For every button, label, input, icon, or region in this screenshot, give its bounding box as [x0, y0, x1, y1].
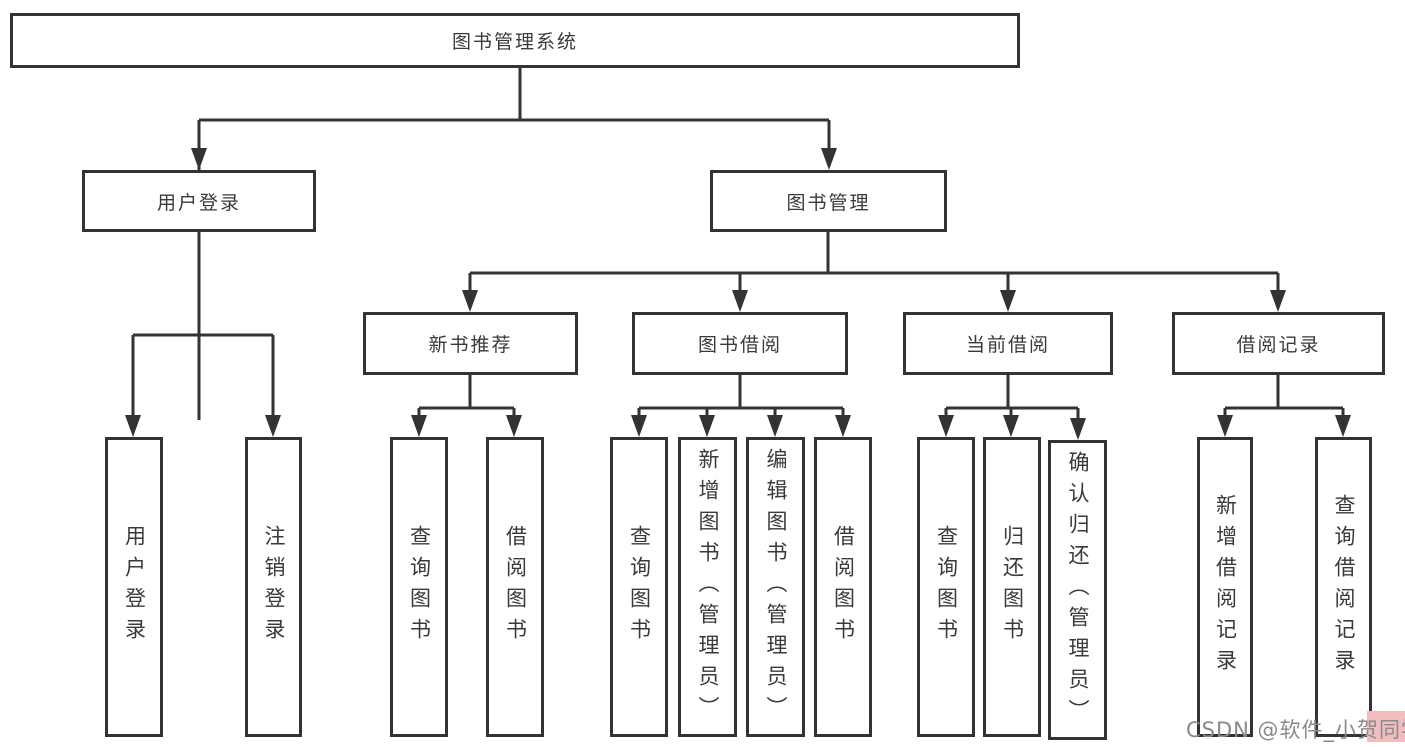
watermark-highlight	[1367, 711, 1405, 742]
leaf-confirm-return-admin-label: 确认归还（管理员）	[1066, 450, 1090, 730]
leaf-query-borrow-record: 查询借阅记录	[1315, 437, 1372, 737]
leaf-borrow-book-label: 借阅图书	[831, 525, 856, 649]
node-borrow-record: 借阅记录	[1172, 312, 1385, 375]
leaf-confirm-return-admin: 确认归还（管理员）	[1048, 440, 1107, 740]
leaf-logout: 注销登录	[245, 437, 302, 737]
leaf-query-borrow-record-label: 查询借阅记录	[1332, 494, 1356, 680]
leaf-query-book-newrec: 查询图书	[390, 437, 448, 737]
leaf-query-book-borrow: 查询图书	[610, 437, 668, 737]
node-current-borrow-label: 当前借阅	[965, 334, 1050, 356]
leaf-user-login: 用户登录	[105, 437, 163, 737]
leaf-add-book-admin-label: 新增图书（管理员）	[696, 447, 720, 727]
leaf-query-book-newrec-label: 查询图书	[407, 525, 432, 649]
leaf-query-book-current: 查询图书	[917, 437, 975, 737]
node-book-management: 图书管理	[710, 170, 947, 232]
node-user-login-label: 用户登录	[156, 191, 241, 214]
leaf-add-borrow-record-label: 新增借阅记录	[1213, 494, 1238, 680]
node-user-login: 用户登录	[82, 170, 316, 232]
leaf-borrow-book-newrec-label: 借阅图书	[503, 525, 528, 649]
node-borrow-record-label: 借阅记录	[1236, 334, 1321, 356]
leaf-return-book: 归还图书	[983, 437, 1041, 737]
node-book-management-label: 图书管理	[786, 191, 871, 214]
leaf-add-book-admin: 新增图书（管理员）	[678, 437, 737, 737]
leaf-return-book-label: 归还图书	[1000, 525, 1025, 649]
leaf-borrow-book: 借阅图书	[814, 437, 872, 737]
node-new-book-recommend-label: 新书推荐	[428, 334, 513, 356]
node-library-system-label: 图书管理系统	[451, 31, 578, 53]
node-book-borrow-label: 图书借阅	[697, 334, 782, 356]
leaf-edit-book-admin: 编辑图书（管理员）	[746, 437, 805, 737]
arrowheads	[125, 148, 1351, 440]
leaf-edit-book-admin-label: 编辑图书（管理员）	[764, 447, 788, 727]
leaf-query-book-borrow-label: 查询图书	[627, 525, 652, 649]
node-current-borrow: 当前借阅	[903, 312, 1113, 375]
node-library-system: 图书管理系统	[10, 13, 1020, 68]
node-new-book-recommend: 新书推荐	[363, 312, 578, 375]
leaf-borrow-book-newrec: 借阅图书	[486, 437, 544, 737]
watermark-text: CSDN @软件_小贺同学	[1186, 718, 1405, 742]
leaf-logout-label: 注销登录	[262, 525, 286, 649]
leaf-query-book-current-label: 查询图书	[934, 525, 959, 649]
leaf-user-login-label: 用户登录	[122, 525, 147, 649]
node-book-borrow: 图书借阅	[632, 312, 848, 375]
leaf-add-borrow-record: 新增借阅记录	[1197, 437, 1253, 737]
